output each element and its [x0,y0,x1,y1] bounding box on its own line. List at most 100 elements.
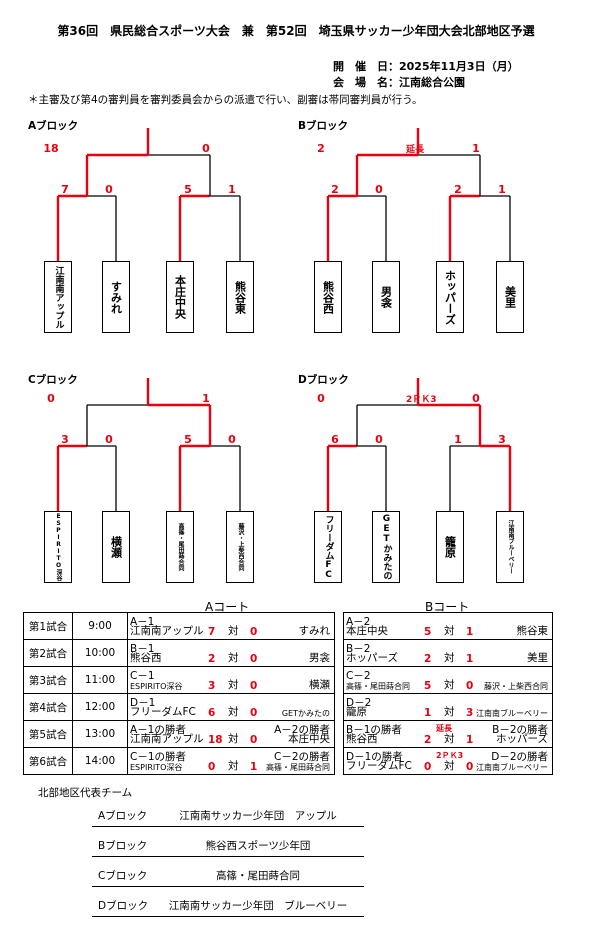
team-box: 熊谷西 [314,261,342,333]
final-note: 2ＰＫ3 [406,395,437,405]
match-code: C－2 [346,670,371,682]
score-away: 1 [250,761,258,773]
match-code: A－2 [346,616,371,628]
final-score-left: 18 [43,142,59,155]
team-home: 本庄中央 [346,625,388,637]
versus-label: 対 [444,625,455,637]
versus-label: 対 [228,679,239,691]
team-home: 熊谷西 [346,733,378,745]
team-home: ESPIRITO深谷 [130,763,183,772]
match-code-right: C－2の勝者 [273,751,330,763]
round1-score: 2 [331,183,339,196]
team-away: GETかみたの [281,709,330,718]
match-code: B－1の勝者 [346,724,402,736]
rep-block: Aブロック [98,810,148,822]
score-away: 1 [466,626,474,638]
match-slot: 第3試合 [23,666,73,694]
rep-team: 高篠・尾田蒔合同 [216,870,300,882]
team-box: 籠原 [436,511,464,583]
team-home: ホッパーズ [346,652,398,664]
final-score-left: 2 [317,142,325,155]
team-box: 江南南アップル [44,261,72,333]
round1-score: 1 [454,433,462,446]
match-note: 延長 [436,724,452,733]
team-away: 横瀬 [309,679,330,691]
round1-score: 5 [184,183,192,196]
final-score-right: 0 [202,142,210,155]
match-time: 10:00 [72,639,128,667]
venue-line: 会 場 名：江南総合公園 [333,76,465,89]
representative-row: Bブロック熊谷西スポーツ少年団 [92,830,364,857]
score-home: 1 [424,707,432,719]
score-home: 0 [424,761,432,773]
versus-label: 対 [444,760,455,772]
team-box: ホッパーズ [436,261,464,333]
match-code: C－1の勝者 [130,751,187,763]
score-away: 0 [466,761,474,773]
team-home: ESPIRITO深谷 [130,682,183,691]
team-box: フリーダムFC [314,511,342,583]
page-title: 第36回 県民総合スポーツ大会 兼 第52回 埼玉県サッカー少年団大会北部地区予… [57,24,535,38]
score-home: 5 [424,680,432,692]
team-away: 藤沢・上柴西合同 [484,682,548,691]
match-slot: 第4試合 [23,693,73,721]
match-code-right: D－2の勝者 [491,751,548,763]
score-away: 0 [250,680,258,692]
team-home: フリーダムFC [130,706,196,718]
team-away: 男衾 [309,652,330,664]
versus-label: 対 [228,760,239,772]
match-code-right: B－2の勝者 [492,724,548,736]
round1-score: 2 [454,183,462,196]
round1-score: 3 [61,433,69,446]
versus-label: 対 [228,733,239,745]
date-line: 開 催 日：2025年11月3日（月） [333,60,519,73]
match-time: 13:00 [72,720,128,748]
round1-score: 1 [498,183,506,196]
team-box: 横瀬 [102,511,130,583]
match-slot: 第1試合 [23,612,73,640]
team-box: 本庄中央 [166,261,194,333]
match-note: 2ＰＫ3 [436,751,464,760]
round1-score: 0 [375,183,383,196]
team-box: 江南南ブルーベリー [496,511,524,583]
score-home: 18 [208,734,223,746]
match-time: 11:00 [72,666,128,694]
versus-label: 対 [228,652,239,664]
team-box: ESPIRITO深谷 [44,511,72,583]
block-label: Dブロック [298,374,349,386]
match-code: B－2 [346,643,371,655]
team-away: 本庄中央 [288,733,330,745]
match-slot: 第6試合 [23,747,73,775]
team-home: フリーダムFC [346,760,412,772]
score-home: 7 [208,626,216,638]
score-home: 2 [424,653,432,665]
block-label: Bブロック [298,120,349,132]
match-slot: 第5試合 [23,720,73,748]
round1-score: 5 [184,433,192,446]
team-home: 籠原 [346,706,367,718]
court-a-heading: Aコート [205,600,250,614]
score-away: 0 [466,680,474,692]
match-code-right: A－2の勝者 [274,724,330,736]
rep-team: 江南南サッカー少年団 ブルーベリー [168,900,348,912]
versus-label: 対 [228,706,239,718]
representative-row: Aブロック江南南サッカー少年団 アップル [92,800,364,827]
match-code: D－2 [346,697,372,709]
round1-score: 3 [498,433,506,446]
team-away: 美里 [527,652,548,664]
final-note: 延長 [406,145,425,155]
